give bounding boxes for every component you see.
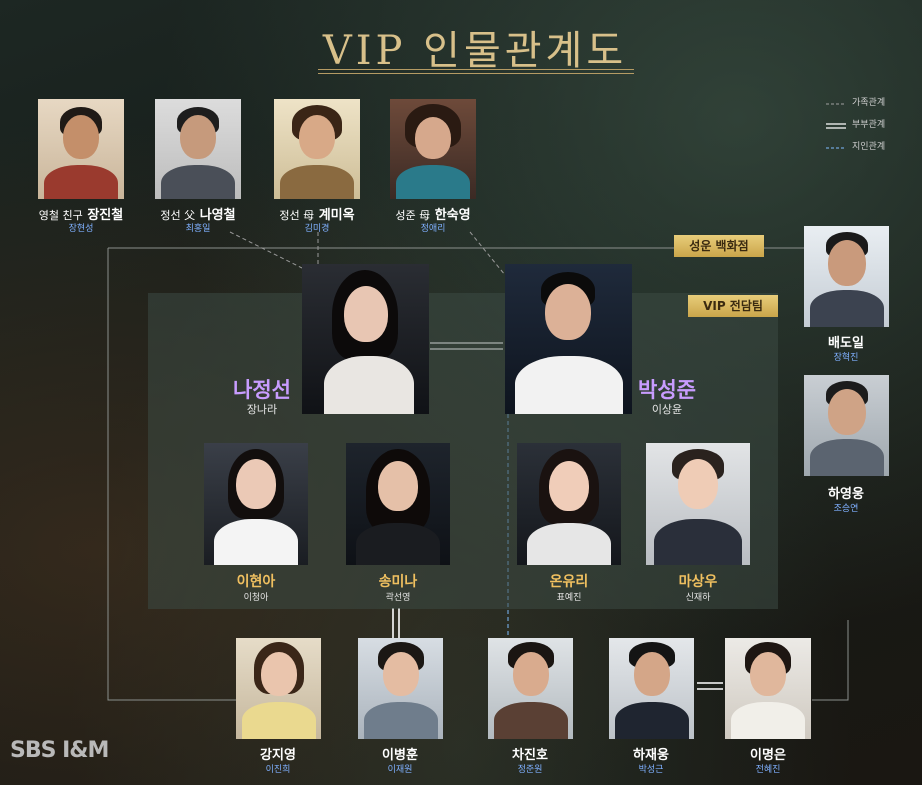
role-nayeongcheol: 정선 父 [160, 209, 196, 222]
actor-gyemiok: 김미경 [304, 224, 330, 234]
portrait-jangjincheol [38, 99, 124, 199]
name-text-gyemiok: 계미옥 [318, 208, 355, 223]
name-baedoil: 배도일 [828, 336, 864, 351]
legend-family: 가족관계 [826, 93, 922, 115]
family-line-icon [826, 103, 846, 105]
name-hansukyeong: 성준 母 한숙영 [370, 204, 496, 223]
legend-married: 부부관계 [826, 115, 922, 137]
portrait-chajinho [488, 638, 573, 739]
actor-parkseongjun: 이상윤 [651, 403, 683, 416]
name-hajaeung: 하재웅 [633, 748, 669, 763]
family-line-father [229, 231, 303, 269]
portrait-onyuri [517, 443, 621, 565]
actor-songmina: 곽선영 [385, 593, 411, 603]
name-leehyeona: 이현아 [236, 574, 276, 590]
actor-hayeongung: 조승연 [833, 504, 859, 514]
name-onyuri: 온유리 [549, 574, 589, 590]
portrait-hansukyeong [390, 99, 476, 199]
portrait-leehyeona [204, 443, 308, 565]
legend-label: 가족관계 [852, 98, 886, 108]
portrait-nayeongcheol [155, 99, 241, 199]
name-nayeongcheol: 정선 父 나영철 [135, 204, 261, 223]
name-leemyeongeun: 이명은 [750, 748, 786, 763]
portrait-kangjiyeong [236, 638, 321, 739]
portrait-najeongseon [302, 264, 429, 414]
actor-leebyeonghun: 이재원 [387, 765, 413, 775]
portrait-leebyeonghun [358, 638, 443, 739]
title-rule-bottom [318, 73, 634, 74]
actor-chajinho: 정준원 [517, 765, 543, 775]
legend-label: 지인관계 [852, 142, 886, 152]
role-hansukyeong: 성준 母 [395, 209, 431, 222]
portrait-leemyeongeun [725, 638, 811, 739]
portrait-gyemiok [274, 99, 360, 199]
name-text-jangjincheol: 장진철 [87, 208, 124, 223]
broadcaster-logo: SBS I&M [10, 738, 109, 763]
actor-leemyeongeun: 전혜진 [755, 765, 781, 775]
name-gyemiok: 정선 母 계미옥 [254, 204, 380, 223]
actor-hajaeung: 박성근 [638, 765, 664, 775]
chart-title: VIP 인물관계도 [322, 28, 628, 74]
legend-label: 부부관계 [852, 120, 886, 130]
acquaintance-line-icon [826, 147, 846, 149]
name-parkseongjun: 박성준 [638, 378, 696, 402]
role-jangjincheol: 영철 친구 [38, 209, 83, 222]
name-masangwoo: 마상우 [678, 574, 718, 590]
group-tag-store: 성운 백화점 [674, 235, 764, 257]
name-text-nayeongcheol: 나영철 [199, 208, 236, 223]
portrait-hayeongung [804, 375, 889, 476]
legend-acquaintance: 지인관계 [826, 137, 922, 159]
actor-masangwoo: 신재하 [685, 593, 711, 603]
actor-onyuri: 표예진 [556, 593, 582, 603]
name-kangjiyeong: 강지영 [260, 748, 296, 763]
actor-leehyeona: 이청아 [243, 593, 269, 603]
portrait-hajaeung [609, 638, 694, 739]
actor-najeongseon: 장나라 [246, 403, 278, 416]
actor-hansukyeong: 정애리 [420, 224, 446, 234]
portrait-masangwoo [646, 443, 750, 565]
actor-nayeongcheol: 최홍일 [185, 224, 211, 234]
name-text-hansukyeong: 한숙영 [434, 208, 471, 223]
portrait-parkseongjun [505, 264, 632, 414]
group-tag-team: VIP 전담팀 [688, 295, 778, 317]
name-hayeongung: 하영웅 [828, 487, 864, 502]
portrait-baedoil [804, 226, 889, 327]
name-chajinho: 차진호 [512, 748, 548, 763]
family-line-son [469, 231, 506, 276]
name-jangjincheol: 영철 친구 장진철 [18, 204, 144, 223]
name-leebyeonghun: 이병훈 [382, 748, 418, 763]
portrait-songmina [346, 443, 450, 565]
name-najeongseon: 나정선 [233, 378, 291, 402]
legend: 가족관계 부부관계 지인관계 [826, 93, 922, 159]
actor-jangjincheol: 장현성 [68, 224, 94, 234]
title-rule-top [318, 69, 634, 70]
name-songmina: 송미나 [378, 574, 418, 590]
actor-baedoil: 장혁진 [833, 353, 859, 363]
actor-kangjiyeong: 이진희 [265, 765, 291, 775]
role-gyemiok: 정선 母 [279, 209, 315, 222]
married-line-icon [826, 123, 846, 129]
